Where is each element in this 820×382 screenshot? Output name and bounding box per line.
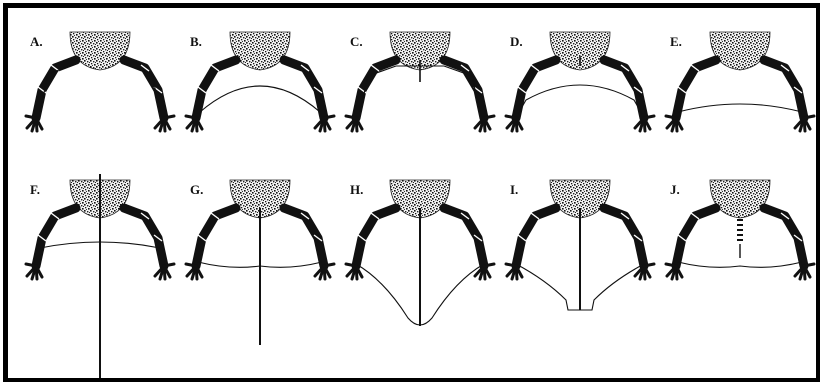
panel-a: A. bbox=[26, 32, 174, 131]
panel-f: F. bbox=[26, 174, 174, 378]
panel-label: A. bbox=[30, 34, 43, 49]
arms bbox=[186, 60, 334, 131]
body-shape bbox=[230, 32, 290, 70]
panel-c: C. bbox=[346, 32, 494, 131]
web-line bbox=[200, 86, 320, 112]
panel-label: J. bbox=[670, 182, 680, 197]
web-line bbox=[518, 85, 642, 114]
body-shape bbox=[70, 32, 130, 70]
panel-h: H. bbox=[346, 180, 494, 326]
body-shape bbox=[710, 180, 770, 218]
panel-label: D. bbox=[510, 34, 523, 49]
arms bbox=[666, 60, 814, 131]
panel-b: B. bbox=[186, 32, 334, 131]
panel-label: E. bbox=[670, 34, 682, 49]
body-shape bbox=[710, 32, 770, 70]
web-line bbox=[678, 104, 802, 112]
web-line bbox=[678, 262, 802, 267]
panel-label: C. bbox=[350, 34, 363, 49]
panel-label: F. bbox=[30, 182, 40, 197]
arms bbox=[506, 60, 654, 131]
panel-label: H. bbox=[350, 182, 363, 197]
panel-label: G. bbox=[190, 182, 203, 197]
panel-label: B. bbox=[190, 34, 202, 49]
panel-i: I. bbox=[506, 180, 654, 310]
panel-e: E. bbox=[666, 32, 814, 131]
arms bbox=[666, 208, 814, 279]
panel-label: I. bbox=[510, 182, 518, 197]
panel-g: G. bbox=[186, 180, 334, 345]
arms bbox=[26, 60, 174, 131]
panel-j: J. bbox=[666, 180, 814, 279]
panel-d: D. bbox=[506, 32, 654, 131]
